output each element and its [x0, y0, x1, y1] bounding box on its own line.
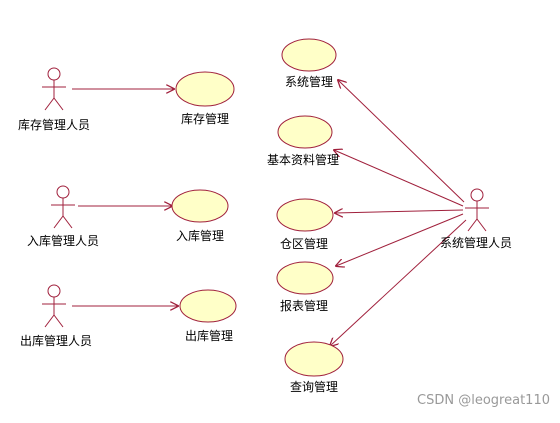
association-basic-data [334, 150, 464, 207]
usecase-label-system-management: 系统管理 [285, 74, 333, 89]
actor-label-inbound-manager: 入库管理人员 [27, 233, 99, 248]
association-report [336, 213, 464, 266]
usecase-label-inbound-management: 入库管理 [176, 228, 224, 243]
actor-label-inventory-manager: 库存管理人员 [18, 117, 90, 132]
usecase-label-query-management: 查询管理 [290, 379, 338, 394]
usecase-outbound-management [179, 289, 237, 323]
association-system [338, 80, 465, 203]
usecase-label-warehouse-area-management: 仓区管理 [280, 236, 328, 251]
usecase-inventory-management [175, 71, 235, 107]
usecase-label-outbound-management: 出库管理 [185, 328, 233, 343]
watermark: CSDN @leogreat110 [417, 393, 550, 408]
usecase-system-management [281, 38, 337, 72]
association-query [330, 219, 467, 346]
actor-inventory-manager [42, 67, 66, 111]
actor-outbound-manager [42, 284, 66, 328]
actor-system-manager [465, 188, 489, 232]
usecase-query-management [284, 341, 344, 377]
usecase-basic-data-management [277, 115, 333, 149]
usecase-report-management [276, 261, 334, 295]
usecase-label-inventory-management: 库存管理 [181, 111, 229, 126]
actor-label-outbound-manager: 出库管理人员 [20, 333, 92, 348]
association-warehouse-area [335, 210, 464, 213]
actor-inbound-manager [51, 185, 75, 229]
usecase-inbound-management [171, 189, 229, 223]
actor-label-system-manager: 系统管理人员 [440, 235, 512, 250]
usecase-label-basic-data-management: 基本资料管理 [267, 152, 339, 167]
usecase-label-report-management: 报表管理 [280, 298, 328, 313]
usecase-warehouse-area-management [276, 198, 334, 232]
